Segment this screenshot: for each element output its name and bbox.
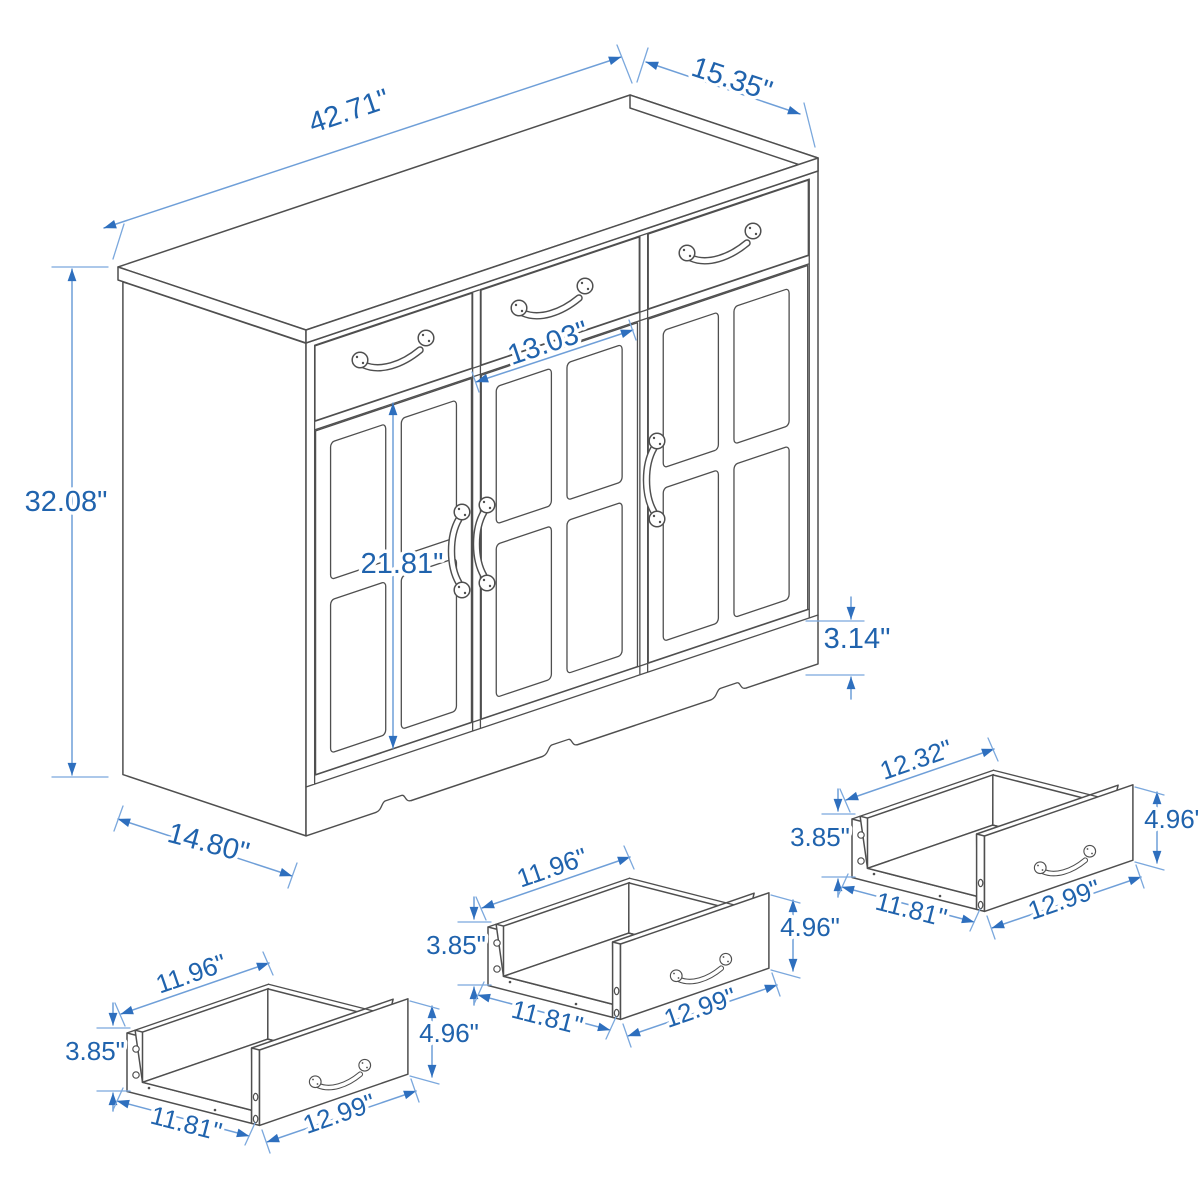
drawer-front-right [648,180,808,309]
overall-height-label: 32.08" [25,486,108,518]
cabinet-top-front-edge [305,157,819,344]
drawer-right-drawing: 12.32" 3.85" 4.96" 11.81" 12.99" [787,730,1200,939]
base-height-label: 3.14" [824,623,891,655]
dim-base-height: 3.14" [805,596,894,700]
drawer-right-side-height: 3.85" [790,822,850,852]
drawer-middle-side-height: 3.85" [426,930,486,960]
drawer-middle-drawing: 11.96" 3.85" 4.96" 11.81" 12.99" [423,838,843,1047]
drawer-left-front-height: 4.96" [419,1018,479,1048]
door-height-label: 21.81" [361,548,444,580]
drawer-left-side-height: 3.85" [65,1036,125,1066]
cabinet-line-drawing [118,94,819,841]
drawer-right-back-width: 12.32" [876,733,956,786]
base-depth-label: 14.80" [164,817,252,869]
drawer-front-left [315,293,472,421]
drawer-left-drawing: 11.96" 3.85" 4.96" 11.81" 12.99" [62,944,482,1153]
dim-door-height: 21.81" [357,402,447,749]
drawer-middle-back-width: 11.96" [513,842,591,894]
drawer-right-front-height: 4.96" [1144,804,1200,834]
overall-width-label: 42.71" [305,83,394,140]
cabinet-side-panel [123,282,306,836]
dim-overall-height: 32.08" [21,266,111,778]
overall-depth-label: 15.35" [687,51,776,108]
drawer-middle-front-height: 4.96" [780,912,840,942]
door-panels [331,288,790,753]
drawer-left-back-width: 11.96" [152,948,230,1000]
base-notches [376,680,746,818]
